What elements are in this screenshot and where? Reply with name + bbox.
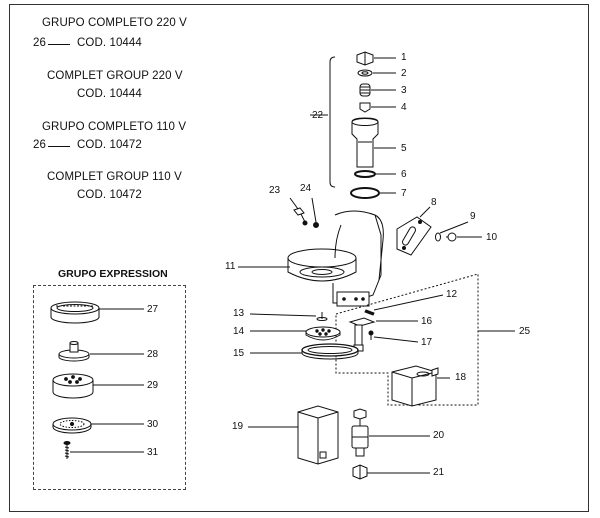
group-title-2: COMPLET GROUP 220 V xyxy=(47,70,183,82)
callout-29: 29 xyxy=(147,380,159,391)
group-ref-line-3 xyxy=(48,146,70,147)
bracket-22 xyxy=(329,56,336,188)
diagram-frame xyxy=(9,4,589,512)
part-2-washer-drawing xyxy=(357,69,373,77)
group-title-1: GRUPO COMPLETO 220 V xyxy=(42,17,187,29)
callout-25: 25 xyxy=(519,326,531,337)
group-code-4: COD. 10472 xyxy=(77,189,142,201)
callout-5: 5 xyxy=(401,143,407,154)
group-ref-3: 26 xyxy=(33,139,46,151)
part-18-coil-drawing xyxy=(391,365,439,407)
part-4-small-nut-drawing xyxy=(359,102,371,113)
callout-4: 4 xyxy=(401,102,407,113)
callout-9: 9 xyxy=(470,211,476,222)
callout-16: 16 xyxy=(421,316,433,327)
group-ref-line-1 xyxy=(48,44,70,45)
callout-23: 23 xyxy=(269,185,281,196)
callout-21: 21 xyxy=(433,467,445,478)
callout-6: 6 xyxy=(401,169,407,180)
callout-28: 28 xyxy=(147,349,159,360)
solenoid-box xyxy=(335,273,479,406)
part-23-screw-drawing xyxy=(293,207,308,226)
part-19-cover-drawing xyxy=(297,405,339,465)
part-7-oring-drawing xyxy=(350,187,380,199)
group-ref-1: 26 xyxy=(33,37,46,49)
group-code-3: COD. 10472 xyxy=(77,139,142,151)
callout-3: 3 xyxy=(401,85,407,96)
callout-11: 11 xyxy=(225,261,236,272)
part-27-ring-drawing xyxy=(50,301,100,324)
part-20-valve-drawing xyxy=(351,408,369,457)
callout-13: 13 xyxy=(233,308,245,319)
part-15-gasket-drawing xyxy=(301,343,359,360)
callout-24: 24 xyxy=(300,183,312,194)
part-1-nut-drawing xyxy=(356,51,374,66)
group-title-3: GRUPO COMPLETO 110 V xyxy=(42,121,187,133)
callout-14: 14 xyxy=(233,326,245,337)
callout-18: 18 xyxy=(455,372,467,383)
part-6-oring-drawing xyxy=(354,170,376,178)
callout-30: 30 xyxy=(147,419,159,430)
part-31-screw-drawing xyxy=(63,441,71,459)
callout-17: 17 xyxy=(421,337,433,348)
group-title-4: COMPLET GROUP 110 V xyxy=(47,171,182,183)
part-29-shower-disc-drawing xyxy=(52,373,94,399)
part-8-cover-plate-drawing xyxy=(396,216,432,256)
callout-12: 12 xyxy=(446,289,458,300)
callout-20: 20 xyxy=(433,430,445,441)
part-28-diffuser-drawing xyxy=(58,341,90,362)
part-11-group-head-drawing xyxy=(287,210,384,307)
callout-31: 31 xyxy=(147,447,159,458)
callout-15: 15 xyxy=(233,348,245,359)
callout-10: 10 xyxy=(486,232,498,243)
part-21-nut-drawing xyxy=(352,464,368,480)
part-5-valve-body-drawing xyxy=(351,117,379,168)
callout-8: 8 xyxy=(431,197,437,208)
group-code-2: COD. 10444 xyxy=(77,88,142,100)
part-3-spring-drawing xyxy=(359,83,371,97)
expression-box xyxy=(33,285,186,490)
callout-7: 7 xyxy=(401,188,407,199)
callout-2: 2 xyxy=(401,68,407,79)
callout-1: 1 xyxy=(401,52,407,63)
part-17-screw-drawing xyxy=(368,330,374,340)
expression-title: GRUPO EXPRESSION xyxy=(58,268,168,280)
part-14-shower-drawing xyxy=(305,326,341,341)
part-9-fitting-drawing xyxy=(435,232,441,242)
part-13-pin-drawing xyxy=(316,312,328,321)
part-30-shower-screen-drawing xyxy=(52,417,92,434)
part-24-pin-drawing xyxy=(313,222,319,228)
callout-22: 22 xyxy=(312,110,324,121)
callout-19: 19 xyxy=(232,421,244,432)
part-10-nut-drawing xyxy=(446,232,457,242)
group-code-1: COD. 10444 xyxy=(77,37,142,49)
callout-27: 27 xyxy=(147,304,159,315)
